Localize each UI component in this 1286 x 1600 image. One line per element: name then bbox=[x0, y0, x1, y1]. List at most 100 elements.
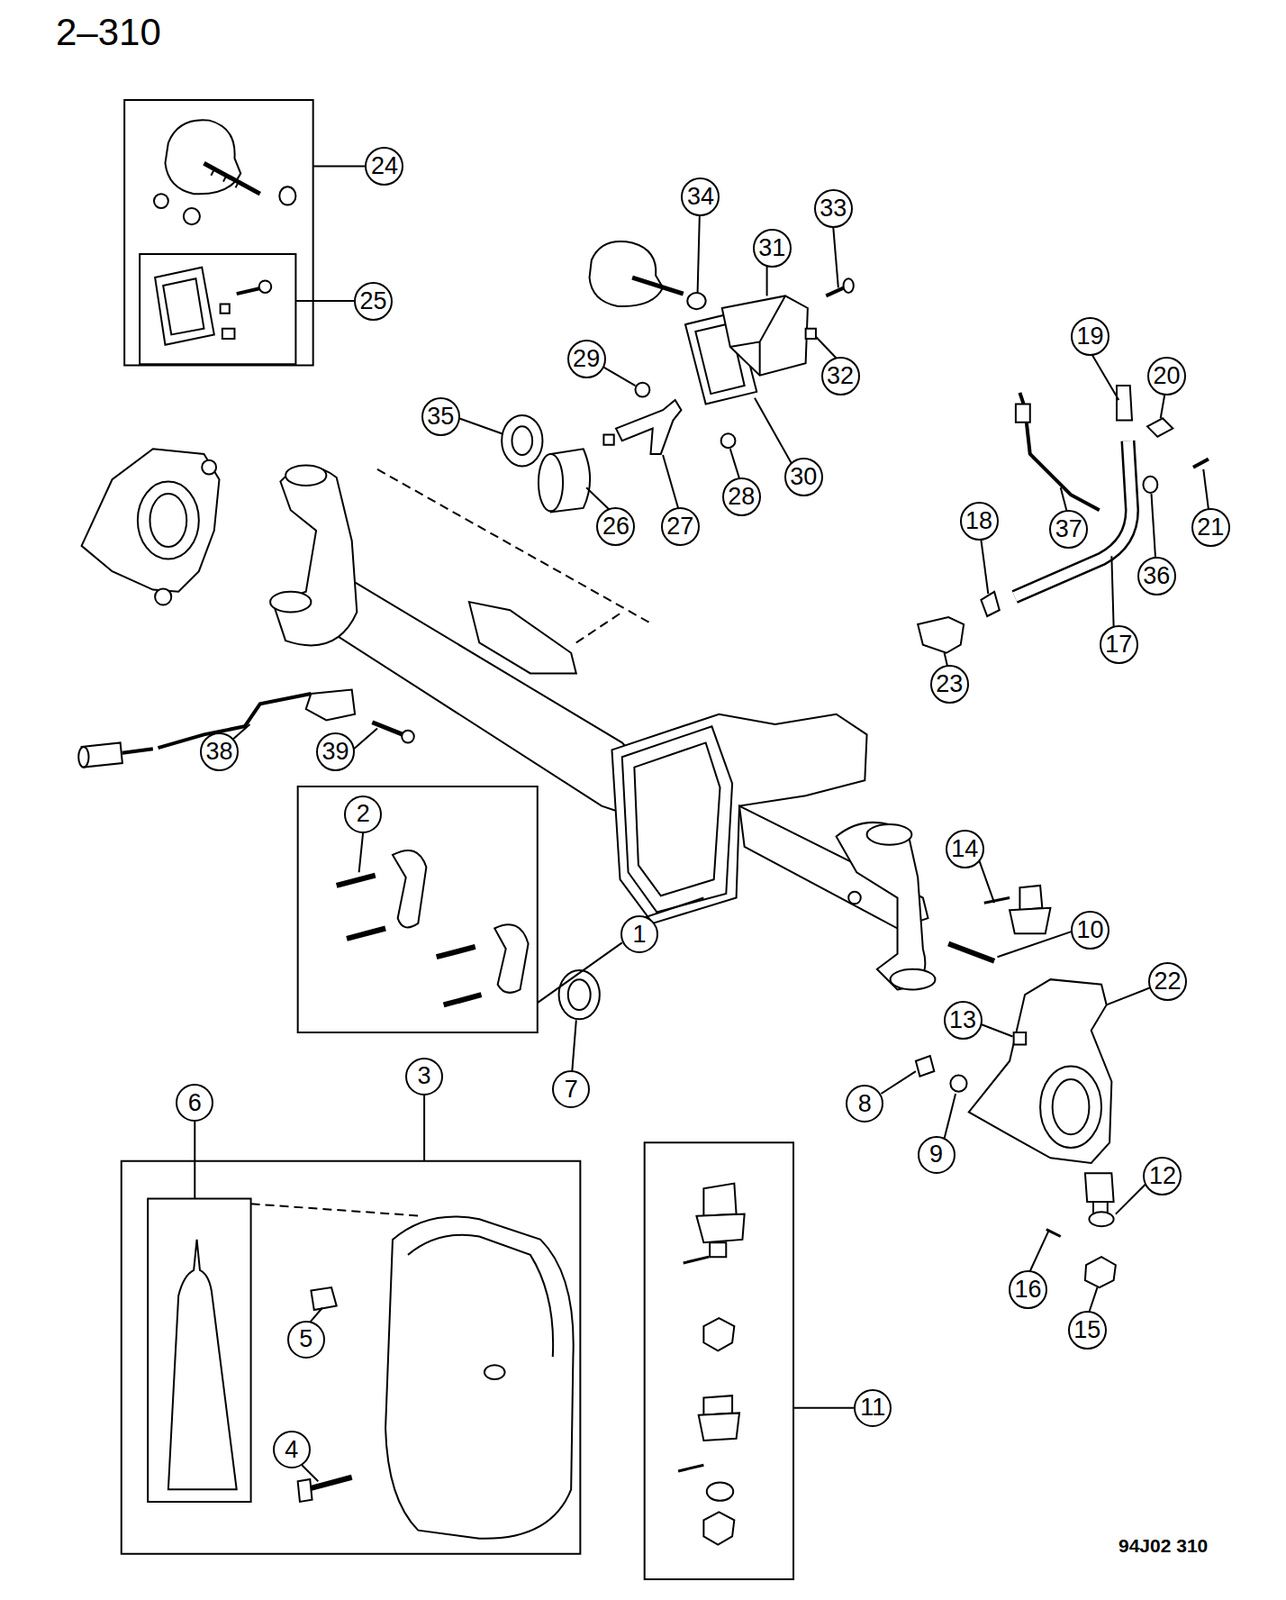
callout-text: 11 bbox=[860, 1394, 886, 1420]
yoke-hole bbox=[848, 891, 861, 905]
knuckle-boss bbox=[201, 460, 217, 475]
ball-joint bbox=[1019, 885, 1042, 910]
nut bbox=[153, 193, 169, 209]
knuckle-bore bbox=[149, 493, 187, 547]
callout-number: 3 bbox=[405, 1057, 444, 1096]
callout-number: 7 bbox=[552, 1069, 590, 1108]
leader-line bbox=[537, 941, 623, 1003]
callout-text: 3 bbox=[417, 1063, 432, 1088]
callout-number: 27 bbox=[661, 507, 700, 546]
callout-number: 19 bbox=[1070, 316, 1110, 356]
shift-housing bbox=[722, 295, 808, 375]
callout-number: 21 bbox=[1191, 507, 1231, 547]
callout-number: 34 bbox=[680, 177, 720, 217]
callout-number: 29 bbox=[567, 339, 607, 379]
yoke-boss bbox=[867, 824, 913, 845]
motor-stem bbox=[210, 169, 239, 188]
callout-text: 8 bbox=[858, 1091, 872, 1116]
callout-text: 37 bbox=[1055, 516, 1083, 542]
axle-pad bbox=[469, 601, 577, 673]
callout-text: 34 bbox=[687, 184, 715, 209]
bolt bbox=[948, 942, 995, 960]
callout-text: 38 bbox=[205, 739, 233, 764]
callout-text: 28 bbox=[727, 484, 755, 509]
callout-text: 25 bbox=[359, 289, 387, 314]
callout-text: 15 bbox=[1073, 1317, 1101, 1342]
leader-line bbox=[571, 1019, 577, 1071]
group-box bbox=[124, 99, 313, 365]
dashed-line bbox=[576, 611, 623, 643]
shift-fork bbox=[615, 399, 681, 454]
callout-number: 9 bbox=[917, 1135, 956, 1174]
callout-number: 23 bbox=[930, 664, 970, 704]
yoke-boss bbox=[270, 591, 311, 613]
leader-line bbox=[880, 1070, 916, 1094]
leader-line bbox=[1088, 1286, 1097, 1312]
knuckle-bore bbox=[1052, 1078, 1090, 1134]
pin bbox=[984, 897, 1010, 904]
leader-line bbox=[1115, 1183, 1147, 1214]
ball-joint bbox=[703, 1183, 736, 1216]
nut bbox=[183, 208, 200, 225]
leader-line bbox=[815, 336, 837, 359]
callout-text: 2 bbox=[356, 801, 371, 826]
nut bbox=[222, 328, 236, 339]
screw-head bbox=[259, 280, 272, 293]
callout-text: 6 bbox=[188, 1090, 202, 1115]
callout-text: 31 bbox=[758, 235, 786, 261]
screw-head bbox=[843, 278, 854, 293]
callout-text: 5 bbox=[298, 1326, 313, 1351]
steering-knuckle bbox=[969, 978, 1113, 1163]
leader-line bbox=[793, 1406, 855, 1409]
nut bbox=[721, 433, 736, 448]
group-box bbox=[147, 1198, 251, 1502]
callout-text: 33 bbox=[819, 196, 847, 221]
castle-nut bbox=[703, 1317, 734, 1350]
group-box bbox=[121, 1160, 581, 1554]
shift-housing bbox=[730, 295, 786, 375]
leader-line bbox=[766, 264, 769, 296]
differential-cover bbox=[407, 1234, 553, 1357]
callout-text: 12 bbox=[1149, 1163, 1177, 1188]
leader-line bbox=[353, 728, 378, 751]
knuckle-bore bbox=[1040, 1065, 1102, 1148]
callout-number: 31 bbox=[752, 228, 792, 268]
callout-number: 32 bbox=[821, 356, 861, 396]
hose-clamp bbox=[1147, 417, 1173, 436]
ball-joint bbox=[698, 1412, 740, 1440]
callout-text: 24 bbox=[371, 153, 399, 179]
callout-text: 4 bbox=[284, 1437, 299, 1462]
nut bbox=[950, 1075, 967, 1092]
sensor-cable bbox=[122, 748, 154, 753]
callout-number: 35 bbox=[421, 397, 461, 436]
callout-number: 12 bbox=[1142, 1156, 1182, 1196]
leader-line bbox=[1106, 987, 1151, 1005]
cap bbox=[706, 1481, 734, 1500]
leader-line bbox=[980, 539, 988, 594]
gasket bbox=[154, 267, 215, 345]
leader-line bbox=[697, 215, 700, 293]
ball-joint bbox=[1009, 907, 1051, 933]
group-box bbox=[139, 253, 296, 364]
nut bbox=[635, 382, 651, 398]
dashed-line bbox=[251, 1203, 424, 1216]
ball-joint bbox=[703, 1394, 733, 1415]
screw bbox=[1193, 459, 1209, 468]
spring bbox=[220, 303, 230, 313]
o-ring bbox=[279, 186, 296, 205]
castle-nut bbox=[1085, 1256, 1116, 1287]
fill-plug bbox=[310, 1286, 336, 1310]
seal bbox=[501, 415, 543, 467]
leader-line bbox=[313, 165, 367, 168]
leader-line bbox=[1111, 555, 1114, 626]
differential-flange bbox=[633, 742, 720, 896]
bolt bbox=[306, 1476, 353, 1490]
callout-text: 17 bbox=[1104, 632, 1133, 657]
bolt bbox=[443, 994, 482, 1005]
washer bbox=[687, 292, 706, 309]
sensor-body bbox=[306, 689, 355, 721]
callout-number: 10 bbox=[1070, 910, 1110, 950]
axle-yoke bbox=[836, 822, 926, 990]
leader-line bbox=[997, 931, 1073, 957]
callout-text: 21 bbox=[1196, 515, 1224, 540]
